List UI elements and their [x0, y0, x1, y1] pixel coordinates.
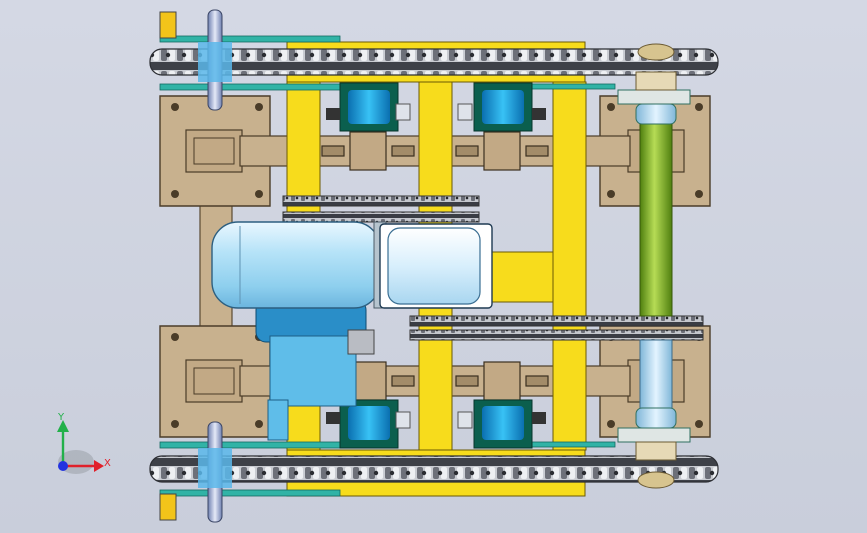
drive-shaft-right: [617, 43, 691, 489]
bearing-top-left: [326, 82, 411, 132]
triad-y-label: Y: [58, 412, 65, 423]
bearing-bottom-right: [457, 399, 546, 449]
mounting-plate-top-left: [159, 95, 271, 207]
gearbox-housing: [379, 223, 493, 309]
electric-motor: [211, 221, 387, 309]
center-chain-right: [409, 315, 704, 341]
view-orientation-triad-icon[interactable]: [57, 420, 104, 474]
mounting-plate-bottom-left: [159, 325, 271, 438]
drive-chain-top: [149, 48, 719, 76]
idler-pins-left: [159, 9, 232, 523]
bearing-bottom-left: [326, 399, 411, 449]
triad-x-label: X: [104, 458, 111, 469]
triad-z-axis: [58, 461, 68, 471]
drive-chain-bottom: [149, 455, 719, 483]
bearing-top-right: [457, 82, 546, 132]
